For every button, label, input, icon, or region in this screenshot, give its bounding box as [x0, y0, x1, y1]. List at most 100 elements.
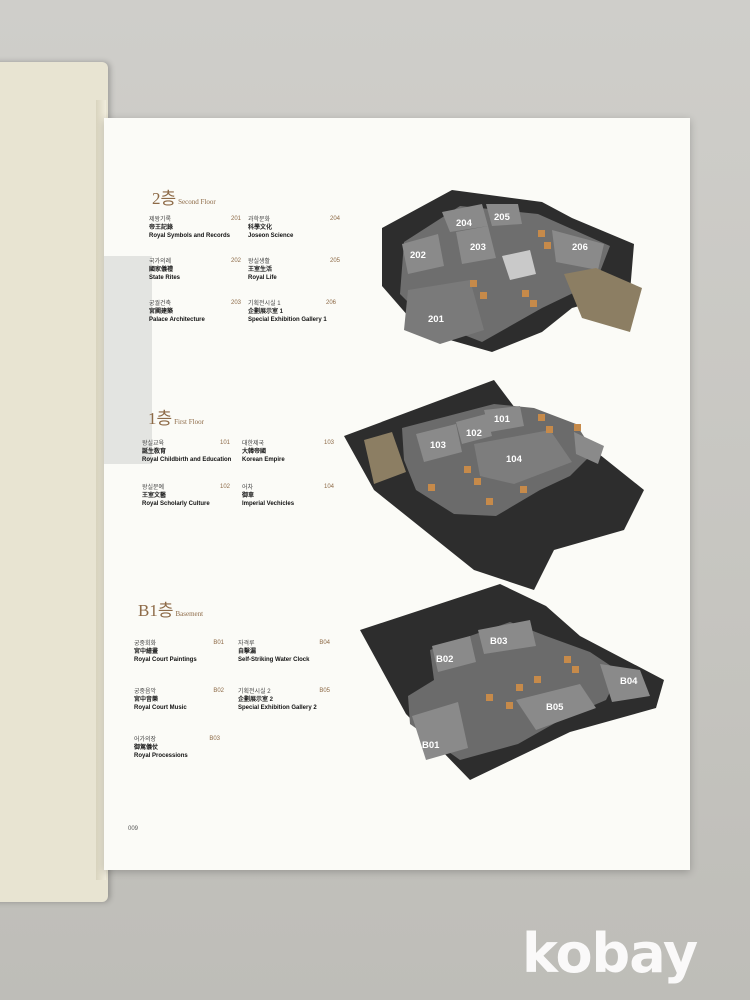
- room-b02: [432, 636, 476, 672]
- entry-ko: 어차: [242, 485, 254, 491]
- floor-name: Basement: [175, 610, 204, 618]
- entry-code: 201: [230, 216, 241, 222]
- room-label-101: 101: [494, 414, 511, 425]
- entry-hanja: 宮中繪畫: [134, 649, 159, 655]
- floor-name: First Floor: [174, 418, 204, 426]
- entry-hanja: 宮中音樂: [134, 697, 159, 703]
- room-204: [442, 204, 488, 232]
- entry-ko: 어가의장: [134, 737, 157, 743]
- facility-icon: [544, 242, 551, 249]
- entry-en: State Rites: [149, 275, 181, 281]
- room-206: [552, 230, 604, 270]
- first-floor-map: 101 102 103 104: [344, 380, 644, 590]
- legend-entry-b04: 자격루 自擊漏 Self-Striking Water Clock B04: [238, 640, 330, 665]
- entry-en: Special Exhibition Gallery 2: [238, 705, 317, 711]
- entry-hanja: 誕生敎育: [142, 449, 167, 455]
- room-104: [474, 430, 572, 484]
- entry-code: 206: [325, 300, 336, 306]
- facility-icon: [480, 292, 487, 299]
- floor-name: Second Floor: [178, 198, 216, 206]
- room-202: [402, 234, 444, 274]
- entry-en: Royal Court Paintings: [134, 657, 197, 663]
- facility-icon: [486, 694, 493, 701]
- room-b04: [600, 664, 650, 702]
- second-floor-map: 201 202 203 204 205 206: [382, 190, 642, 352]
- room-b01: [412, 702, 468, 760]
- legend-entry-b01: 궁중회화 宮中繪畫 Royal Court Paintings B01: [134, 640, 224, 665]
- room-label-203: 203: [470, 242, 486, 253]
- facility-icon: [546, 426, 553, 433]
- room-102: [456, 414, 492, 444]
- entry-code: B01: [213, 640, 224, 646]
- facility-icon: [538, 414, 545, 421]
- entry-hanja: 王室生活: [248, 267, 273, 273]
- entry-hanja: 御駕儀仗: [134, 745, 159, 751]
- entry-en: Royal Life: [248, 275, 277, 281]
- legend-entry-102: 왕실문예 王室文藝 Royal Scholarly Culture 102: [142, 484, 230, 509]
- entry-code: 204: [329, 216, 340, 222]
- legend-entry-204: 과학문화 科學文化 Joseon Science 204: [248, 216, 340, 241]
- entry-hanja: 企劃展示室 1: [248, 309, 284, 315]
- entry-ko: 자격루: [238, 641, 255, 647]
- floor-number: 1층: [148, 409, 173, 428]
- room-201: [404, 280, 484, 344]
- entry-ko: 궁궐건축: [149, 301, 172, 307]
- entry-ko: 왕실문예: [142, 485, 165, 491]
- room-label-103: 103: [430, 440, 446, 451]
- facility-icon: [572, 666, 579, 673]
- room-101: [484, 406, 524, 432]
- entry-en: Self-Striking Water Clock: [238, 657, 310, 663]
- room-b03: [478, 620, 536, 654]
- entry-code: 103: [323, 440, 334, 446]
- facility-icon: [470, 280, 477, 287]
- entry-code: 203: [230, 300, 241, 306]
- facility-icon: [464, 466, 471, 473]
- room-label-202: 202: [410, 250, 426, 261]
- entry-en: Joseon Science: [248, 233, 294, 239]
- facility-icon: [534, 676, 541, 683]
- legend-entry-203: 궁궐건축 宮闕建築 Palace Architecture 203: [149, 300, 241, 325]
- facility-icon: [474, 478, 481, 485]
- entry-hanja: 帝王記錄: [149, 225, 174, 231]
- room-label-201: 201: [428, 314, 445, 325]
- entry-en: Royal Symbols and Records: [149, 233, 231, 239]
- facility-icon: [564, 656, 571, 663]
- legend-entry-b03: 어가의장 御駕儀仗 Royal Processions B03: [134, 736, 220, 761]
- room-205: [486, 204, 522, 226]
- entry-hanja: 大韓帝國: [242, 449, 267, 455]
- facility-icon: [428, 484, 435, 491]
- basement-map: B01 B02 B03 B04 B05: [360, 584, 664, 780]
- room-label-b02: B02: [436, 654, 453, 665]
- entry-ko: 국가의례: [149, 259, 172, 265]
- entry-code: 104: [323, 484, 334, 490]
- entry-hanja: 自擊漏: [238, 649, 257, 655]
- legend-entry-101: 왕실교육 誕生敎育 Royal Childbirth and Education…: [142, 440, 232, 465]
- room-label-b04: B04: [620, 676, 638, 687]
- entry-en: Royal Childbirth and Education: [142, 457, 232, 463]
- room-b05: [516, 684, 596, 730]
- entry-en: Special Exhibition Gallery 1: [248, 317, 327, 323]
- entry-code: B03: [209, 736, 220, 742]
- facility-icon: [520, 486, 527, 493]
- facility-icon: [574, 424, 581, 431]
- room-label-102: 102: [466, 428, 482, 439]
- legend-entry-b05: 기획전시실 2 企劃展示室 2 Special Exhibition Galle…: [238, 688, 330, 713]
- entry-ko: 기획전시실 1: [248, 301, 281, 307]
- entry-en: Korean Empire: [242, 457, 285, 463]
- entry-ko: 대한제국: [242, 441, 265, 447]
- room-label-b03: B03: [490, 636, 507, 647]
- gray-band: [104, 256, 152, 464]
- legend-entry-205: 왕실생활 王室生活 Royal Life 205: [248, 258, 340, 283]
- entry-code: 202: [230, 258, 241, 264]
- room-label-104: 104: [506, 454, 523, 465]
- entry-hanja: 宮闕建築: [149, 309, 174, 315]
- entry-code: B02: [213, 688, 224, 694]
- side-room: [574, 432, 604, 464]
- entry-en: Royal Scholarly Culture: [142, 501, 210, 507]
- entry-en: Royal Court Music: [134, 705, 187, 711]
- room-label-204: 204: [456, 218, 473, 229]
- legend-entry-b02: 궁중음악 宮中音樂 Royal Court Music B02: [134, 688, 224, 713]
